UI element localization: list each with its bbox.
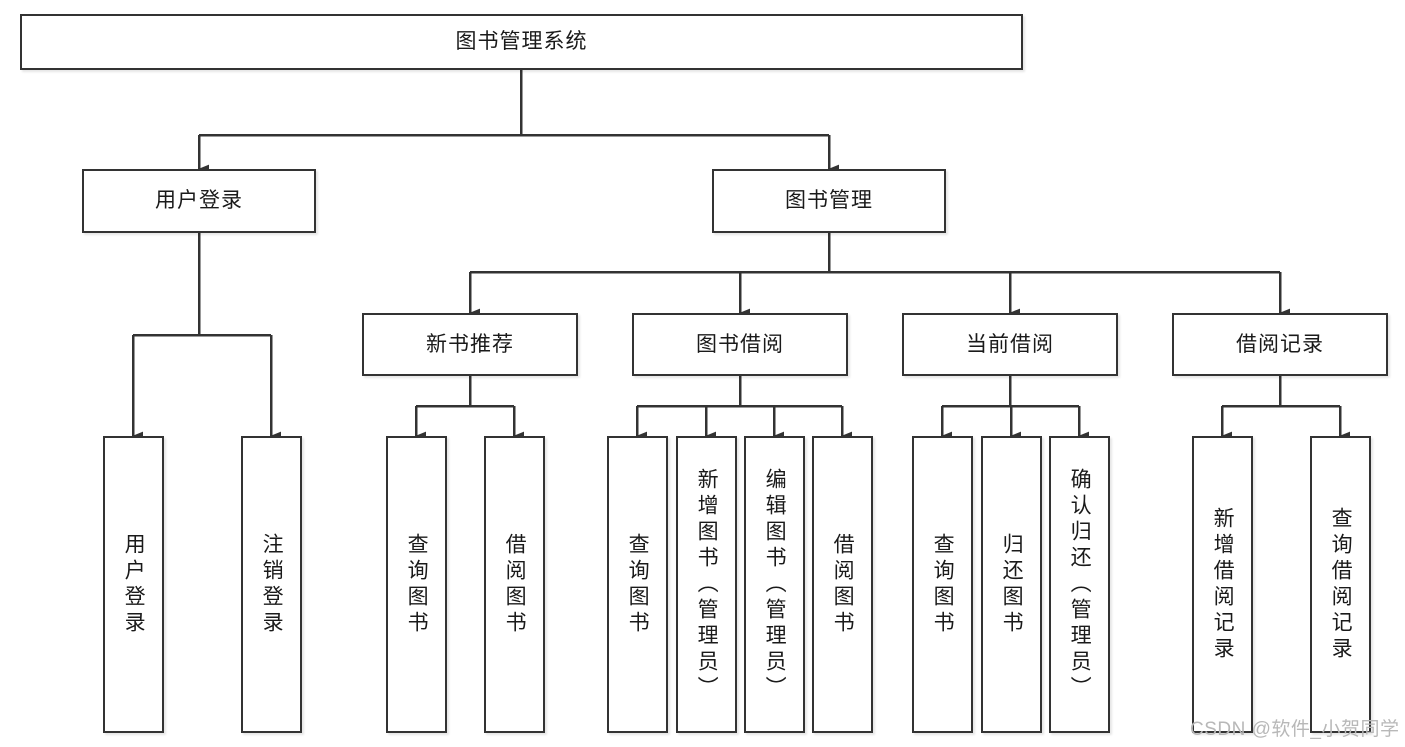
level2-node-label: 图书管理 xyxy=(785,189,873,213)
leaf-node-label: 注销登录 xyxy=(260,532,284,637)
leaf-node-11[interactable]: 新增借阅记录 xyxy=(1192,436,1253,733)
level2-node-1[interactable]: 图书管理 xyxy=(712,169,946,233)
leaf-node-12[interactable]: 查询借阅记录 xyxy=(1310,436,1371,733)
level3-node-label: 图书借阅 xyxy=(696,332,784,356)
leaf-node-label: 确认归还（管理员） xyxy=(1068,467,1092,702)
level3-node-label: 新书推荐 xyxy=(426,332,514,356)
level2-node-label: 用户登录 xyxy=(155,189,243,213)
leaf-node-9[interactable]: 归还图书 xyxy=(981,436,1042,733)
level3-node-label: 当前借阅 xyxy=(966,332,1054,356)
leaf-node-label: 新增借阅记录 xyxy=(1211,506,1235,663)
leaf-node-label: 借阅图书 xyxy=(831,532,855,637)
leaf-node-3[interactable]: 借阅图书 xyxy=(484,436,545,733)
root-node-label: 图书管理系统 xyxy=(455,30,588,54)
leaf-node-label: 查询借阅记录 xyxy=(1329,506,1353,663)
leaf-node-label: 查询图书 xyxy=(405,532,429,637)
leaf-node-0[interactable]: 用户登录 xyxy=(103,436,164,733)
root-node-0[interactable]: 图书管理系统 xyxy=(20,14,1023,70)
leaf-node-2[interactable]: 查询图书 xyxy=(386,436,447,733)
leaf-node-5[interactable]: 新增图书（管理员） xyxy=(676,436,737,733)
leaf-node-4[interactable]: 查询图书 xyxy=(607,436,668,733)
leaf-node-6[interactable]: 编辑图书（管理员） xyxy=(744,436,805,733)
level3-node-3[interactable]: 借阅记录 xyxy=(1172,313,1388,376)
leaf-node-label: 编辑图书（管理员） xyxy=(763,467,787,702)
level3-node-label: 借阅记录 xyxy=(1236,332,1324,356)
level2-node-0[interactable]: 用户登录 xyxy=(82,169,316,233)
leaf-node-label: 查询图书 xyxy=(931,532,955,637)
level3-node-0[interactable]: 新书推荐 xyxy=(362,313,578,376)
leaf-node-8[interactable]: 查询图书 xyxy=(912,436,973,733)
leaf-node-1[interactable]: 注销登录 xyxy=(241,436,302,733)
connector-lines xyxy=(131,70,1351,441)
leaf-node-label: 归还图书 xyxy=(1000,532,1024,637)
level3-node-2[interactable]: 当前借阅 xyxy=(902,313,1118,376)
leaf-node-7[interactable]: 借阅图书 xyxy=(812,436,873,733)
level3-node-1[interactable]: 图书借阅 xyxy=(632,313,848,376)
leaf-node-label: 查询图书 xyxy=(626,532,650,637)
leaf-node-10[interactable]: 确认归还（管理员） xyxy=(1049,436,1110,733)
leaf-node-label: 借阅图书 xyxy=(503,532,527,637)
leaf-node-label: 新增图书（管理员） xyxy=(695,467,719,702)
leaf-node-label: 用户登录 xyxy=(122,532,146,637)
